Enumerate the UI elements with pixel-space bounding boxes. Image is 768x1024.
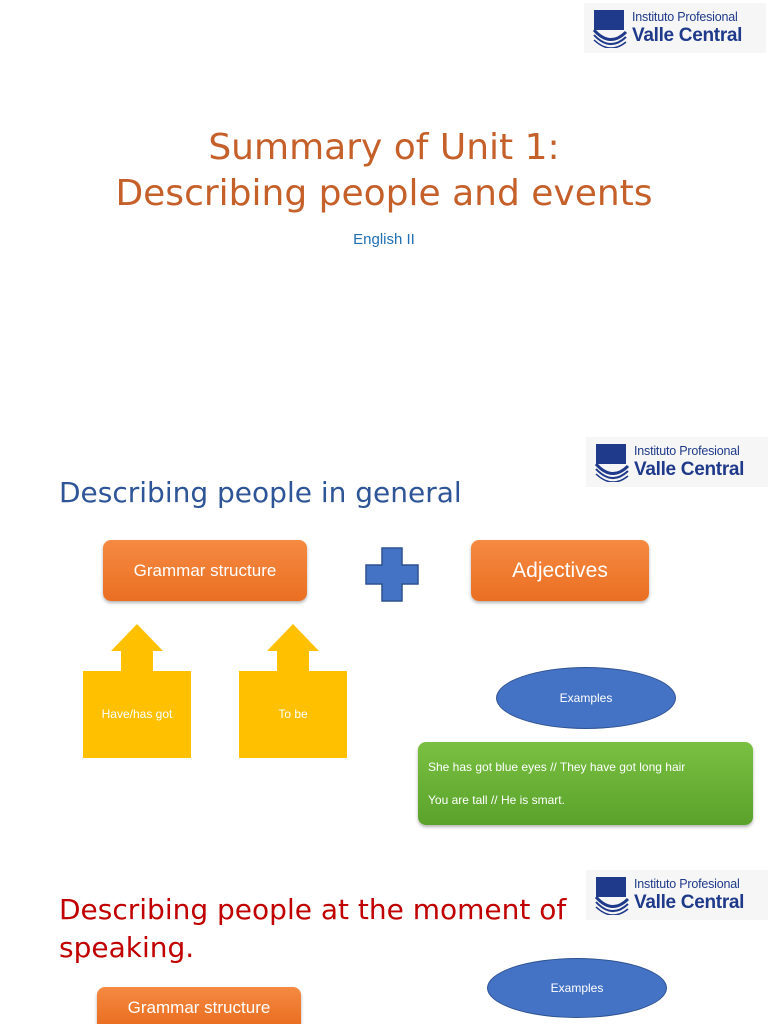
logo-line1: Instituto Profesional [634,877,740,892]
arrow1-label: Have/has got [101,707,173,721]
grammar-structure-label: Grammar structure [127,998,271,1017]
slide1-subtitle: English II [353,231,415,248]
arrow2-label: To be [278,707,308,721]
slide1-title-line1: Summary of Unit 1: [208,127,560,168]
logo-line2: Valle Central [634,891,745,913]
plus-icon [365,547,419,602]
logo-line2: Valle Central [634,458,745,480]
logo-wave-icon [594,877,630,915]
slide3-heading-line2: speaking. [59,931,195,964]
logo: Instituto Profesional Valle Central [586,870,768,920]
example-line: You are tall // He is smart. [428,793,565,807]
examples-ellipse: Examples [496,667,676,729]
examples-ellipse: Examples [487,958,667,1018]
grammar-structure-box: Grammar structure [103,540,307,601]
example-line: She has got blue eyes // They have got l… [428,760,686,774]
logo: Instituto Profesional Valle Central [584,3,766,53]
logo-wave-icon [594,444,630,482]
adjectives-label: Adjectives [512,558,608,582]
grammar-structure-label: Grammar structure [133,560,277,580]
slide3-heading-line1: Describing people at the moment of [59,893,567,926]
examples-label: Examples [550,981,604,995]
logo: Instituto Profesional Valle Central [586,437,768,487]
logo-line2: Valle Central [632,24,743,46]
adjectives-box: Adjectives [471,540,649,601]
logo-line1: Instituto Profesional [634,444,740,459]
logo-wave-icon [592,10,628,48]
slide2-heading: Describing people in general [59,476,462,509]
examples-box: She has got blue eyes // They have got l… [418,742,753,825]
examples-label: Examples [559,691,613,705]
logo-line1: Instituto Profesional [632,10,738,25]
up-arrow-shape [83,624,191,758]
grammar-structure-box: Grammar structure [97,987,301,1024]
slide1-title-line2: Describing people and events [115,173,653,214]
up-arrow-shape [239,624,347,758]
